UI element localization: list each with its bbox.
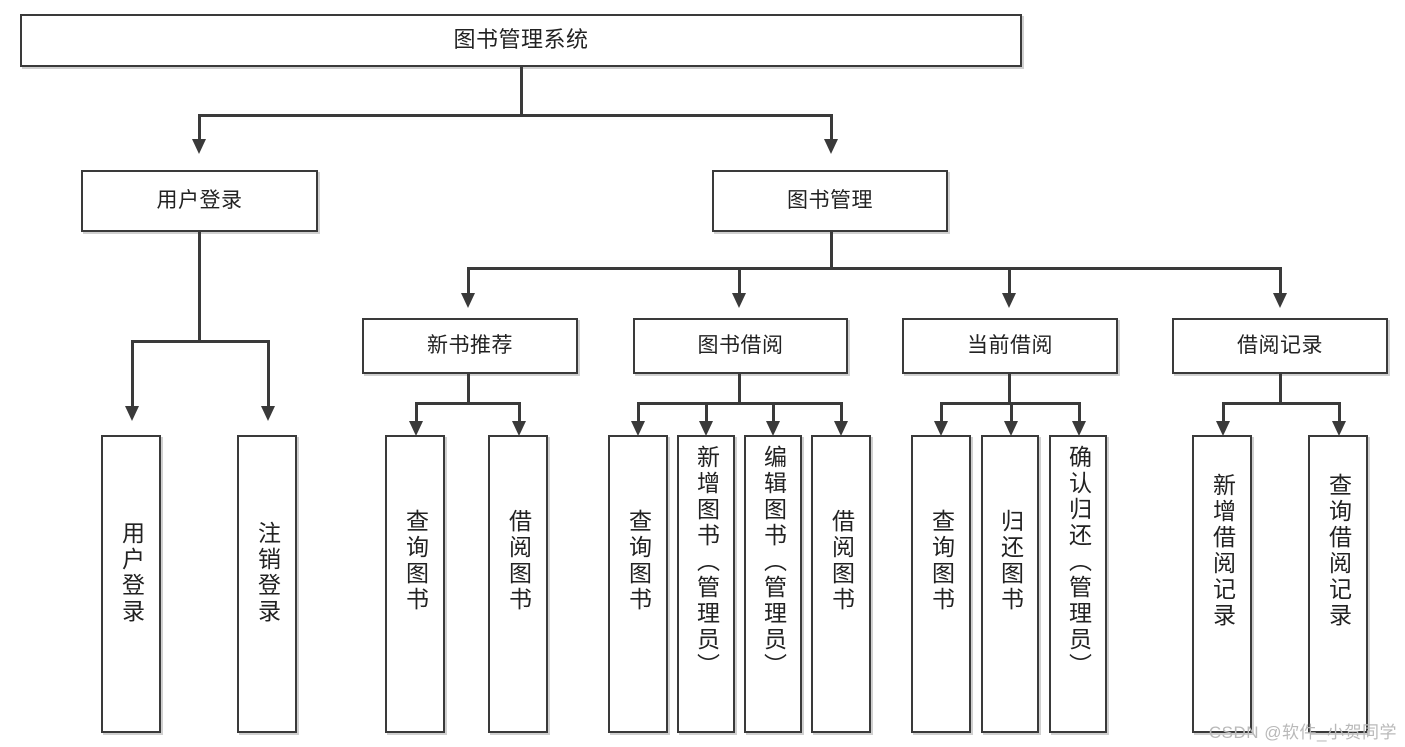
connector-level2-drop-1	[467, 267, 470, 295]
leaf-edit-book-admin[interactable]: 编辑图书（管理员）	[744, 435, 802, 733]
connector-user-login-stem	[198, 232, 201, 342]
node-borrow-record[interactable]: 借阅记录	[1172, 318, 1388, 374]
node-label: 查询图书	[402, 509, 429, 613]
arrow-to-leaf-add-record	[1216, 421, 1230, 436]
node-label: 查询图书	[928, 509, 955, 613]
connector-book-borrow-drop-2	[705, 402, 708, 423]
connector-level2-bus	[467, 267, 1279, 270]
connector-level1-drop-2	[830, 114, 833, 141]
node-label: 新增图书（管理员）	[693, 445, 720, 679]
leaf-confirm-return-admin[interactable]: 确认归还（管理员）	[1049, 435, 1107, 733]
arrow-to-leaf-edit-book	[766, 421, 780, 436]
node-label: 借阅图书	[505, 509, 532, 613]
connector-current-borrow-drop-2	[1010, 402, 1013, 423]
node-label: 确认归还（管理员）	[1065, 445, 1092, 679]
node-label: 查询图书	[625, 509, 652, 613]
node-label: 借阅记录	[1237, 334, 1323, 358]
arrow-to-leaf-user-login	[125, 406, 139, 421]
connector-book-borrow-drop-4	[840, 402, 843, 423]
node-root-book-management-system[interactable]: 图书管理系统	[20, 14, 1022, 67]
node-label: 编辑图书（管理员）	[760, 445, 787, 679]
connector-new-book-rec-drop-2	[518, 402, 521, 423]
leaf-add-borrow-record[interactable]: 新增借阅记录	[1192, 435, 1252, 733]
connector-borrow-record-drop-2	[1338, 402, 1341, 423]
connector-book-manage-stem	[830, 232, 833, 269]
connector-book-borrow-drop-1	[637, 402, 640, 423]
connector-current-borrow-stem	[1008, 374, 1011, 404]
node-label: 查询借阅记录	[1325, 473, 1352, 629]
node-label: 新增借阅记录	[1209, 473, 1236, 629]
connector-root-stem	[520, 67, 523, 116]
node-label: 图书管理系统	[453, 27, 589, 53]
arrow-to-book-manage	[824, 139, 838, 154]
node-label: 借阅图书	[828, 509, 855, 613]
arrow-to-new-book-rec	[461, 293, 475, 308]
arrow-to-leaf-user-logout	[261, 406, 275, 421]
connector-level2-drop-4	[1279, 267, 1282, 295]
leaf-query-book-borrow[interactable]: 查询图书	[608, 435, 668, 733]
leaf-user-logout[interactable]: 注销登录	[237, 435, 297, 733]
leaf-query-book-new[interactable]: 查询图书	[385, 435, 445, 733]
arrow-to-leaf-add-book	[699, 421, 713, 436]
arrow-to-current-borrow	[1002, 293, 1016, 308]
connector-current-borrow-drop-1	[940, 402, 943, 423]
connector-book-borrow-stem	[738, 374, 741, 404]
arrow-to-book-borrow	[732, 293, 746, 308]
connector-new-book-rec-bus	[415, 402, 520, 405]
node-book-manage[interactable]: 图书管理	[712, 170, 948, 232]
arrow-to-user-login	[192, 139, 206, 154]
node-label: 用户登录	[118, 521, 145, 625]
leaf-borrow-book-borrow[interactable]: 借阅图书	[811, 435, 871, 733]
node-current-borrow[interactable]: 当前借阅	[902, 318, 1118, 374]
connector-level2-drop-3	[1008, 267, 1011, 295]
connector-level1-drop-1	[198, 114, 201, 141]
arrow-to-leaf-confirm-return	[1072, 421, 1086, 436]
connector-level1-bus	[198, 114, 832, 117]
node-label: 图书借阅	[697, 334, 784, 358]
connector-user-login-drop-2	[267, 340, 270, 408]
node-label: 新书推荐	[427, 334, 513, 358]
node-label: 图书管理	[787, 189, 873, 213]
connector-book-borrow-bus	[637, 402, 842, 405]
connector-user-login-bus	[131, 340, 267, 343]
connector-borrow-record-drop-1	[1222, 402, 1225, 423]
connector-current-borrow-drop-3	[1078, 402, 1081, 423]
node-label: 用户登录	[156, 189, 243, 213]
arrow-to-leaf-borrow-book-2	[834, 421, 848, 436]
node-user-login[interactable]: 用户登录	[81, 170, 318, 232]
node-book-borrow[interactable]: 图书借阅	[633, 318, 848, 374]
connector-borrow-record-bus	[1222, 402, 1338, 405]
node-new-book-recommend[interactable]: 新书推荐	[362, 318, 578, 374]
arrow-to-borrow-record	[1273, 293, 1287, 308]
connector-borrow-record-stem	[1279, 374, 1282, 404]
leaf-borrow-book-new[interactable]: 借阅图书	[488, 435, 548, 733]
arrow-to-leaf-query-book-2	[631, 421, 645, 436]
csdn-watermark: CSDN @软件_小贺同学	[1208, 723, 1397, 742]
connector-level2-drop-2	[738, 267, 741, 295]
node-label: 归还图书	[997, 509, 1024, 613]
arrow-to-leaf-query-book-1	[409, 421, 423, 436]
leaf-query-borrow-record[interactable]: 查询借阅记录	[1308, 435, 1368, 733]
leaf-return-book[interactable]: 归还图书	[981, 435, 1039, 733]
connector-new-book-rec-stem	[467, 374, 470, 404]
node-label: 注销登录	[254, 521, 281, 625]
connector-book-borrow-drop-3	[772, 402, 775, 423]
leaf-add-book-admin[interactable]: 新增图书（管理员）	[677, 435, 735, 733]
node-label: 当前借阅	[967, 334, 1053, 358]
connector-new-book-rec-drop-1	[415, 402, 418, 423]
leaf-query-book-current[interactable]: 查询图书	[911, 435, 971, 733]
arrow-to-leaf-borrow-book-1	[512, 421, 526, 436]
arrow-to-leaf-return-book	[1004, 421, 1018, 436]
arrow-to-leaf-query-book-3	[934, 421, 948, 436]
leaf-user-login[interactable]: 用户登录	[101, 435, 161, 733]
arrow-to-leaf-query-record	[1332, 421, 1346, 436]
connector-user-login-drop-1	[131, 340, 134, 408]
